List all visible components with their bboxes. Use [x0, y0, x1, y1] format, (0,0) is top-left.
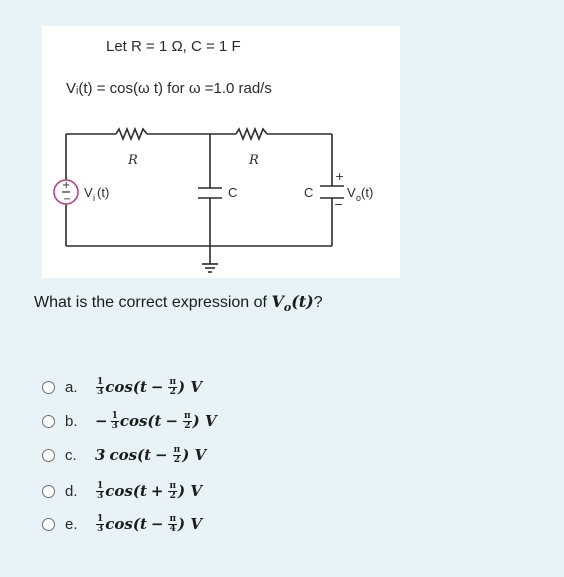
- option-letter: d.: [65, 482, 78, 500]
- question-prefix: What is the correct expression of: [34, 294, 272, 311]
- circuit-diagram: + − R R C C V i (t) + − V o (t): [53, 126, 373, 273]
- vo-sub-label: o: [356, 193, 361, 203]
- resistor-1: [115, 126, 148, 142]
- question-text: What is the correct expression of Vo(t)?: [34, 292, 323, 314]
- vi-sub-label: i: [93, 193, 95, 203]
- vo-label: V: [347, 185, 356, 200]
- resistor-2: [235, 126, 268, 142]
- source-minus-label: −: [63, 194, 71, 205]
- question-variable: Vo(t): [271, 292, 314, 315]
- given-values: Let R = 1 Ω, C = 1 F: [106, 38, 241, 55]
- source-plus-label: +: [62, 180, 70, 191]
- radio-button[interactable]: [42, 484, 55, 498]
- option-letter: a.: [65, 378, 78, 396]
- r1-label: R: [127, 153, 138, 168]
- vi-label: V: [84, 185, 93, 200]
- radio-button[interactable]: [42, 448, 55, 462]
- r2-label: R: [248, 153, 259, 168]
- option-letter: c.: [65, 446, 77, 464]
- option-letter: b.: [65, 412, 78, 430]
- question-suffix: ?: [313, 294, 323, 311]
- circuit-figure: Let R = 1 Ω, C = 1 F Vᵢ(t) = cos(ω t) fo…: [42, 26, 400, 278]
- vo-plus-label: +: [335, 170, 344, 183]
- vo-t-label: (t): [361, 185, 373, 200]
- c2-label: C: [304, 185, 313, 200]
- radio-button[interactable]: [42, 414, 55, 428]
- input-voltage-definition: Vᵢ(t) = cos(ω t) for ω =1.0 rad/s: [66, 80, 272, 97]
- option-letter: e.: [65, 515, 78, 533]
- radio-button[interactable]: [42, 380, 55, 394]
- c1-label: C: [228, 185, 237, 200]
- vi-t-label: (t): [97, 185, 109, 200]
- vo-minus-label: −: [334, 198, 343, 211]
- radio-button[interactable]: [42, 517, 55, 531]
